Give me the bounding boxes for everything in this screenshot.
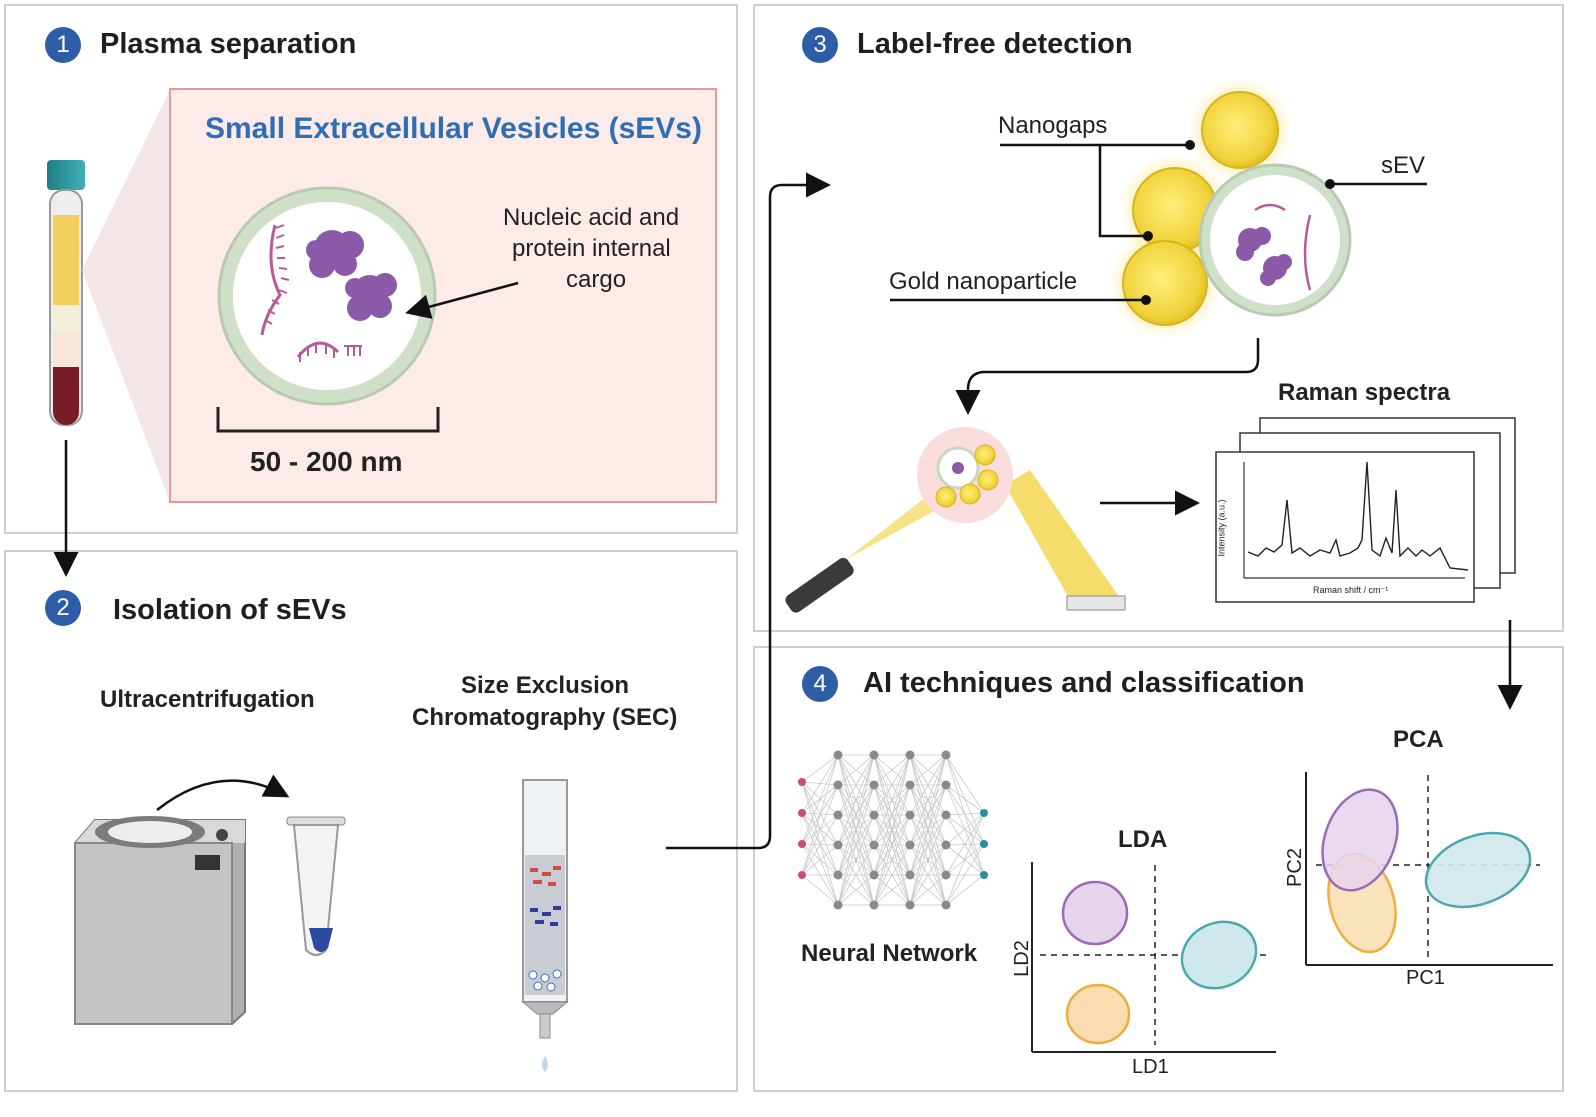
- nn-node: [980, 809, 988, 817]
- pca-cluster-teal: [1424, 831, 1532, 909]
- pca-cluster-purple: [1321, 788, 1399, 892]
- step-1-badge: 1: [45, 27, 81, 63]
- blood-tube-icon: [47, 160, 85, 426]
- nn-node: [941, 810, 951, 820]
- nn-node: [869, 840, 879, 850]
- pca-plot: [1305, 772, 1553, 966]
- raman-spectrum-line: [1247, 461, 1469, 571]
- raman-spectrum-frame: [1215, 451, 1475, 603]
- raman-x-axis-label: Raman shift / cm⁻¹: [1313, 585, 1389, 595]
- raman-spectra-title: Raman spectra: [1278, 379, 1451, 406]
- nn-node: [869, 780, 879, 790]
- panel-1-title: Plasma separation: [100, 28, 357, 60]
- nn-node: [869, 900, 879, 910]
- nn-node: [798, 840, 806, 848]
- neural-network-label: Neural Network: [801, 940, 978, 967]
- nn-node: [833, 780, 843, 790]
- pca-x-label: PC1: [1406, 967, 1445, 989]
- step-3-badge: 3: [802, 27, 838, 63]
- lda-cluster-orange: [1065, 983, 1131, 1045]
- nn-node: [941, 840, 951, 850]
- neural-network-icon: [798, 750, 988, 910]
- nn-node: [980, 871, 988, 879]
- nn-node: [798, 809, 806, 817]
- nn-node: [798, 778, 806, 786]
- sev-small-icon: [1198, 163, 1352, 317]
- nn-node: [869, 750, 879, 760]
- step-2-badge: 2: [45, 590, 81, 626]
- nn-node: [905, 900, 915, 910]
- lda-y-label: LD2: [1010, 940, 1033, 977]
- panel-3-title: Label-free detection: [857, 28, 1133, 60]
- raman-setup-icon: [785, 427, 1126, 613]
- nn-node: [798, 871, 806, 879]
- nn-node: [905, 780, 915, 790]
- cargo-label-line1: Nucleic acid and: [503, 204, 680, 231]
- nn-node: [905, 840, 915, 850]
- lda-plot: [1031, 862, 1276, 1053]
- nn-node: [833, 900, 843, 910]
- eppendorf-tube-icon: [286, 816, 346, 956]
- gold-nanoparticles-icon: [1109, 78, 1292, 339]
- centrifuge-icon: [73, 816, 246, 1025]
- sec-label-line2: Chromatography (SEC): [412, 704, 678, 731]
- lda-title: LDA: [1118, 826, 1168, 853]
- nn-node: [833, 750, 843, 760]
- pca-title: PCA: [1393, 726, 1444, 753]
- nn-node: [869, 870, 879, 880]
- nn-node: [941, 750, 951, 760]
- nn-node: [980, 840, 988, 848]
- panel-2-title: Isolation of sEVs: [113, 594, 347, 626]
- nn-node: [833, 810, 843, 820]
- gold-nanoparticle-label: Gold nanoparticle: [889, 268, 1078, 295]
- panel-4-title: AI techniques and classification: [863, 667, 1305, 699]
- sev-pointer-label: sEV: [1381, 152, 1426, 179]
- sev-vesicle-icon: [217, 186, 437, 406]
- nn-node: [869, 810, 879, 820]
- ultracentrifugation-label: Ultracentrifugation: [100, 686, 315, 713]
- nn-node: [833, 840, 843, 850]
- sev-heading: Small Extracellular Vesicles (sEVs): [205, 112, 702, 145]
- raman-y-axis-label: Intensity (a.u.): [1216, 499, 1227, 557]
- step-4-badge: 4: [802, 666, 838, 702]
- nn-node: [905, 810, 915, 820]
- nn-node: [905, 750, 915, 760]
- size-label: 50 - 200 nm: [250, 446, 403, 477]
- nn-node: [941, 780, 951, 790]
- nn-node: [833, 870, 843, 880]
- nanogaps-label: Nanogaps: [998, 112, 1108, 139]
- nn-node: [941, 900, 951, 910]
- cargo-label-line2: protein internal: [512, 235, 671, 262]
- sec-column-icon: [521, 779, 569, 1072]
- sec-label-line1: Size Exclusion: [461, 672, 630, 699]
- pca-y-label: PC2: [1283, 848, 1306, 887]
- lda-cluster-teal: [1180, 920, 1258, 990]
- nn-node: [941, 870, 951, 880]
- lda-cluster-purple: [1061, 880, 1129, 946]
- nn-node: [905, 870, 915, 880]
- cargo-label-line3: cargo: [566, 266, 627, 293]
- lda-x-label: LD1: [1132, 1056, 1169, 1078]
